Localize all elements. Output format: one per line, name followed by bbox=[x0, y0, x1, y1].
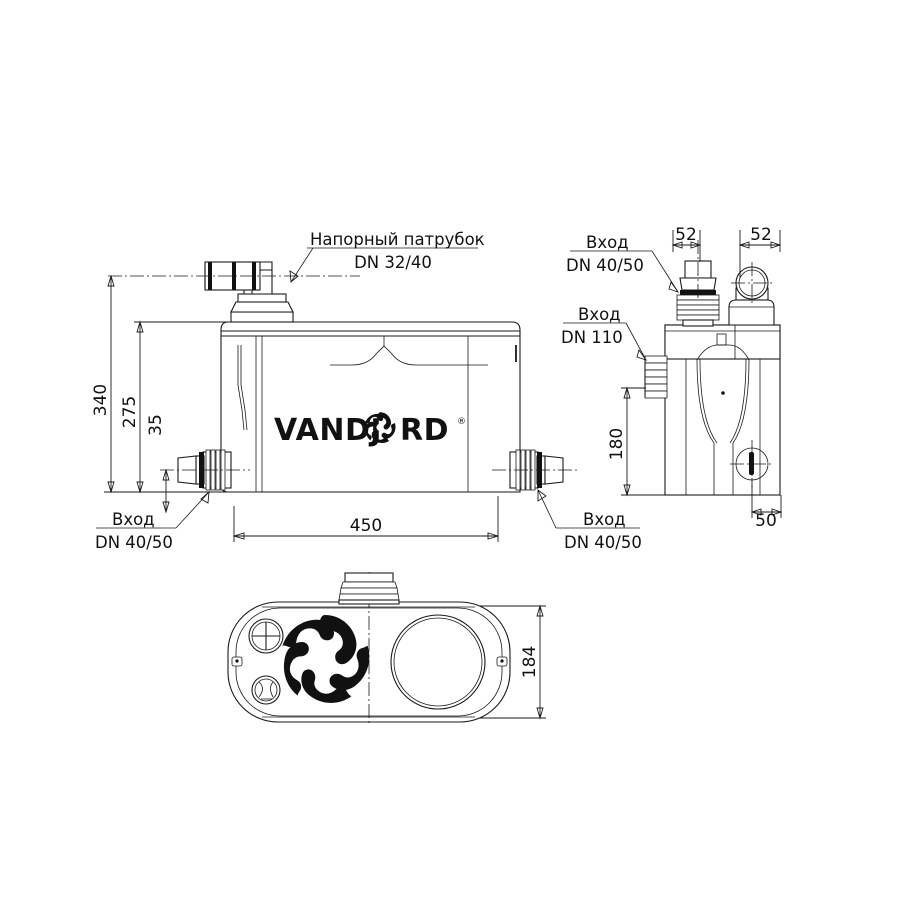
dimension-52-right-text: 52 bbox=[750, 225, 772, 245]
logo-text-part1: VANDJ bbox=[274, 413, 382, 448]
top-latch-right bbox=[496, 656, 508, 667]
front-body-outline bbox=[220, 321, 521, 493]
discharge-ring-2 bbox=[232, 262, 236, 290]
dimension-180-text: 180 bbox=[607, 428, 627, 460]
inlet-side-110-label-line2: DN 110 bbox=[561, 328, 623, 347]
dimension-184-text: 184 bbox=[520, 646, 540, 678]
dimension-275: 275 bbox=[120, 320, 230, 494]
top-inspection-cover bbox=[390, 614, 486, 710]
top-plan-view: 184 bbox=[227, 572, 546, 726]
front-left-inlet-connector bbox=[160, 449, 250, 491]
dimension-35-text: 35 bbox=[146, 414, 166, 436]
side-center-dot bbox=[721, 391, 725, 395]
side-inlet-top-assembly bbox=[676, 240, 720, 327]
front-elevation-view: VANDJ RD ® 340 bbox=[91, 230, 642, 552]
dimension-50-text: 50 bbox=[755, 511, 777, 531]
top-secondary-port[interactable] bbox=[251, 675, 281, 705]
label-discharge-port: Напорный патрубок DN 32/40 bbox=[289, 230, 485, 283]
top-vent-thread-3 bbox=[338, 593, 400, 601]
side-internal-funnel-shade2 bbox=[729, 358, 747, 444]
side-inlet-top-bellows bbox=[676, 294, 720, 321]
dimension-184: 184 bbox=[480, 604, 546, 720]
front-cable-line-a bbox=[237, 345, 245, 431]
side-vent-base bbox=[728, 299, 775, 326]
top-inspection-cover-inner bbox=[393, 617, 483, 707]
discharge-label-line1: Напорный патрубок bbox=[310, 230, 485, 249]
discharge-label-line2: DN 32/40 bbox=[354, 253, 432, 272]
inlet-left-label-line1: Вход bbox=[112, 510, 155, 529]
logo-text-part2: RD bbox=[400, 413, 449, 448]
discharge-leader-line bbox=[290, 247, 314, 283]
side-inlet-top-base bbox=[682, 319, 714, 327]
dimension-52-right: 52 bbox=[738, 225, 782, 278]
discharge-flange-upper bbox=[237, 293, 287, 303]
discharge-flange-lower bbox=[230, 311, 294, 323]
dimension-52-left-text: 52 bbox=[675, 225, 697, 245]
top-vent-thread-1 bbox=[340, 581, 398, 589]
inlet-right-label-line1: Вход bbox=[583, 510, 626, 529]
top-impeller-graphic bbox=[282, 615, 370, 703]
dimension-450-text: 450 bbox=[350, 516, 382, 536]
dimension-180: 180 bbox=[607, 386, 665, 497]
inlet-left-leader-line bbox=[175, 491, 210, 529]
dimension-275-text: 275 bbox=[120, 396, 140, 428]
top-vent-cap bbox=[344, 572, 394, 583]
side-internal-funnel-shade bbox=[699, 358, 718, 444]
inlet-left-label-line2: DN 40/50 bbox=[95, 533, 173, 552]
front-right-inlet-connector bbox=[492, 449, 580, 491]
side-vent-cap-assembly bbox=[728, 262, 775, 326]
side-funnel-shoulder bbox=[696, 344, 750, 361]
label-inlet-side-top: Вход DN 40/50 bbox=[566, 233, 680, 293]
dimension-450: 450 bbox=[232, 496, 500, 542]
side-internal-funnel bbox=[696, 358, 715, 495]
inlet-right-label-line2: DN 40/50 bbox=[564, 533, 642, 552]
top-vent-thread-2 bbox=[339, 587, 399, 595]
label-inlet-left: Вход DN 40/50 bbox=[95, 490, 210, 552]
front-cable-line-b bbox=[240, 345, 248, 431]
inlet-side-110-label-line1: Вход bbox=[578, 305, 621, 324]
dimension-340-text: 340 bbox=[91, 384, 111, 416]
side-inlet-110-bellows bbox=[644, 355, 668, 399]
top-latch-left bbox=[231, 656, 243, 667]
side-internal-funnel-2 bbox=[732, 358, 750, 495]
top-vent-base bbox=[338, 599, 400, 605]
brand-logo: VANDJ RD ® bbox=[274, 412, 466, 448]
side-lid-detail-square bbox=[716, 333, 727, 346]
inlet-side-top-label-line1: Вход bbox=[586, 233, 629, 252]
top-vent-stack bbox=[338, 572, 400, 605]
top-control-knob[interactable] bbox=[248, 618, 284, 654]
inlet-right-leader-line bbox=[537, 489, 557, 529]
registered-symbol: ® bbox=[457, 417, 466, 427]
inlet-side-top-label-line2: DN 40/50 bbox=[566, 256, 644, 275]
inlet-side-110-leader bbox=[625, 322, 647, 361]
label-inlet-right: Вход DN 40/50 bbox=[537, 489, 642, 552]
label-inlet-side-110: Вход DN 110 bbox=[561, 305, 648, 361]
left-inlet-oring bbox=[199, 452, 204, 488]
dimension-35: 35 bbox=[146, 414, 230, 514]
discharge-flange-mid bbox=[230, 301, 294, 313]
side-drain-slot bbox=[749, 452, 754, 475]
impeller-logo-icon bbox=[365, 412, 396, 444]
right-side-view: 52 52 180 50 bbox=[561, 225, 783, 531]
dimension-50: 50 bbox=[750, 478, 783, 531]
discharge-port-assembly bbox=[108, 261, 360, 323]
dimension-52-left: 52 bbox=[671, 225, 702, 262]
side-inlet-110-assembly bbox=[644, 355, 668, 399]
